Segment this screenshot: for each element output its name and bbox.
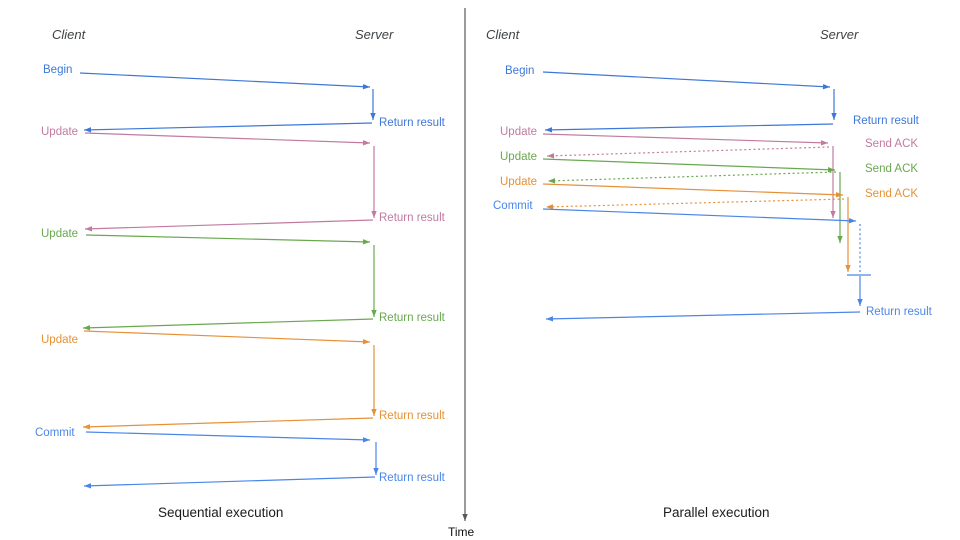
update-request-arrow <box>84 132 371 144</box>
update-request-arrow <box>542 133 829 144</box>
update-request-arrow <box>542 183 844 196</box>
update-label: Update <box>500 151 538 163</box>
update-label: Update <box>500 126 538 138</box>
commit-request-arrow <box>85 431 371 441</box>
return-result-arrow <box>84 219 374 230</box>
server-processing-arrow-head <box>831 113 837 120</box>
update-request-arrow-head <box>362 140 370 146</box>
send-ack-arrow <box>545 198 845 208</box>
server-processing-arrow-head <box>373 468 379 475</box>
return-result-arrow <box>544 123 834 131</box>
update-label: Update <box>41 228 79 240</box>
commit-request-arrow <box>542 208 857 222</box>
server-processing-arrow-head <box>837 236 843 243</box>
send-ack-arrow-head <box>547 153 555 159</box>
send-ack-label: Send ACK <box>865 163 919 175</box>
return-result-arrow <box>545 311 861 320</box>
return-result-label: Return result <box>379 117 445 129</box>
send-ack-arrow-head <box>546 204 554 210</box>
commit-request-arrow-head <box>362 437 370 443</box>
return-result-arrow-head <box>83 424 91 430</box>
left-client-header: Client <box>52 27 86 42</box>
update-request-arrow <box>85 234 371 243</box>
update-label: Update <box>41 334 79 346</box>
return-result-arrow-head <box>84 483 92 489</box>
update-request-arrow-head <box>820 140 828 146</box>
return-result-arrow-head <box>83 325 91 331</box>
update-request-arrow-head <box>362 239 370 245</box>
begin-request-arrow <box>79 72 371 88</box>
return-result-arrow <box>82 318 374 329</box>
update-label: Update <box>41 126 79 138</box>
begin-request-arrow-head <box>822 83 830 90</box>
commit-label: Commit <box>493 200 533 212</box>
parallel-execution-caption: Parallel execution <box>663 505 770 520</box>
begin-request-arrow <box>542 71 831 88</box>
send-ack-label: Send ACK <box>865 188 919 200</box>
return-result-arrow-head <box>545 127 553 133</box>
left-server-header: Server <box>355 27 394 42</box>
update-request-arrow <box>83 330 371 343</box>
return-result-arrow <box>82 417 374 428</box>
server-processing-arrow-head <box>371 310 377 317</box>
send-ack-arrow-head <box>548 178 556 184</box>
return-result-label: Return result <box>379 312 445 324</box>
commit-request-arrow-head <box>848 218 856 224</box>
return-result-arrow-head <box>84 127 92 133</box>
return-result-label: Return result <box>379 212 445 224</box>
return-result-arrow <box>83 476 376 487</box>
update-request-arrow-head <box>835 192 843 198</box>
time-axis-label: Time <box>448 525 475 539</box>
update-label: Update <box>500 176 538 188</box>
time-axis-head <box>462 514 468 521</box>
return-result-arrow-head <box>85 226 93 232</box>
return-result-label: Return result <box>379 472 445 484</box>
update-request-arrow-head <box>362 339 370 345</box>
return-result-arrow-head <box>546 316 554 322</box>
right-server-header: Server <box>820 27 859 42</box>
return-result-label: Return result <box>853 115 919 127</box>
send-ack-arrow <box>546 146 830 157</box>
send-ack-label: Send ACK <box>865 138 919 150</box>
right-client-header: Client <box>486 27 520 42</box>
update-request-arrow-head <box>827 167 835 173</box>
send-ack-arrow <box>547 171 837 182</box>
update-request-arrow <box>542 158 836 171</box>
server-processing-arrow-head <box>371 409 377 416</box>
server-processing-arrow-head <box>830 211 836 218</box>
server-processing-arrow-head <box>845 265 851 272</box>
server-processing-arrow-head <box>857 299 863 306</box>
begin-label: Begin <box>505 65 535 77</box>
begin-request-arrow-head <box>362 83 370 90</box>
sequential-execution-caption: Sequential execution <box>158 505 284 520</box>
return-result-label: Return result <box>379 410 445 422</box>
server-processing-arrow-head <box>371 211 377 218</box>
begin-label: Begin <box>43 64 73 76</box>
commit-label: Commit <box>35 427 75 439</box>
return-result-label: Return result <box>866 306 932 318</box>
server-processing-arrow-head <box>370 113 376 120</box>
return-result-arrow <box>83 122 373 131</box>
